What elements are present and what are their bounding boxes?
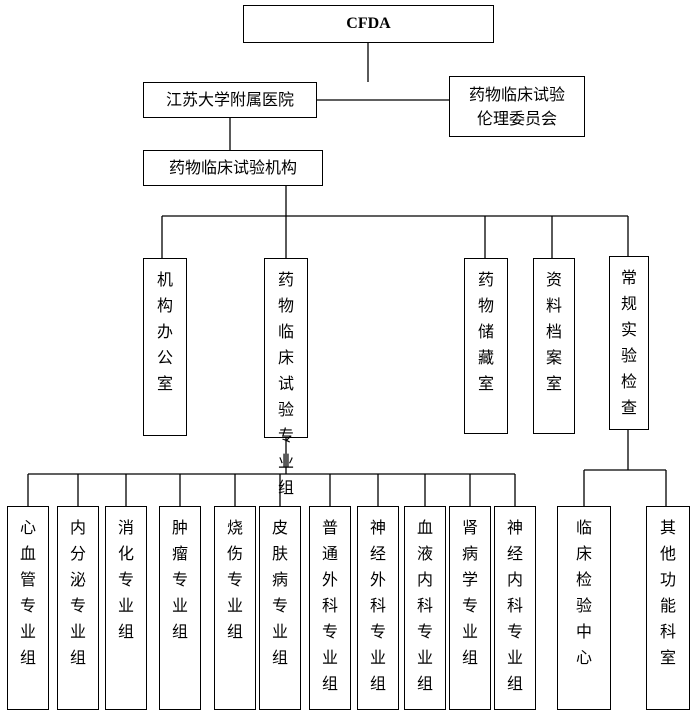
node-ethics-committee: 药物临床试验 伦理委员会 [449,76,585,137]
node-cfda: CFDA [243,5,494,43]
node-label: 常规实验检查 [620,268,637,417]
node-group-neurosurgery: 神经外科专业组 [357,506,399,710]
node-label: 烧伤专业组 [226,518,243,641]
node-label: 其他功能科室 [659,518,676,667]
node-label: 神经内科专业组 [506,518,523,693]
node-group-cardio: 心血管专业组 [7,506,49,710]
node-label: 肾病学专业组 [461,518,478,667]
node-group-hematology: 血液内科专业组 [404,506,446,710]
node-label: 内分泌专业组 [69,518,86,667]
node-group-nephrology: 肾病学专业组 [449,506,491,710]
node-label: 神经外科专业组 [369,518,386,693]
node-label: 血液内科专业组 [416,518,433,693]
node-label: 普通外科专业组 [321,518,338,693]
node-clinical-lab-center: 临床检验中心 [557,506,611,710]
node-drug-storage: 药物储藏室 [464,258,508,434]
node-label: 药物临床试验专业组 [277,270,294,497]
node-label: 心血管专业组 [19,518,36,667]
node-label: 皮肤病专业组 [271,518,288,667]
node-routine-lab: 常规实验检查 [609,256,649,430]
node-label: 肿瘤专业组 [171,518,188,641]
node-hospital: 江苏大学附属医院 [143,82,317,118]
node-group-neurology: 神经内科专业组 [494,506,536,710]
node-specialty-groups: 药物临床试验专业组 [264,258,308,497]
node-institution-office: 机构办公室 [143,258,187,436]
node-label: 临床检验中心 [575,518,592,667]
node-group-derma: 皮肤病专业组 [259,506,301,710]
node-group-burn: 烧伤专业组 [214,506,256,710]
node-group-endocrine: 内分泌专业组 [57,506,99,710]
node-group-general-surgery: 普通外科专业组 [309,506,351,710]
node-archive-room: 资料档案室 [533,258,575,434]
node-trial-institution: 药物临床试验机构 [143,150,323,186]
node-group-digestive: 消化专业组 [105,506,147,710]
node-group-oncology: 肿瘤专业组 [159,506,201,710]
node-other-function-depts: 其他功能科室 [646,506,690,710]
node-label: 药物储藏室 [477,270,494,393]
node-label: 机构办公室 [156,270,173,393]
node-label: 消化专业组 [117,518,134,641]
node-label: 资料档案室 [545,270,562,393]
